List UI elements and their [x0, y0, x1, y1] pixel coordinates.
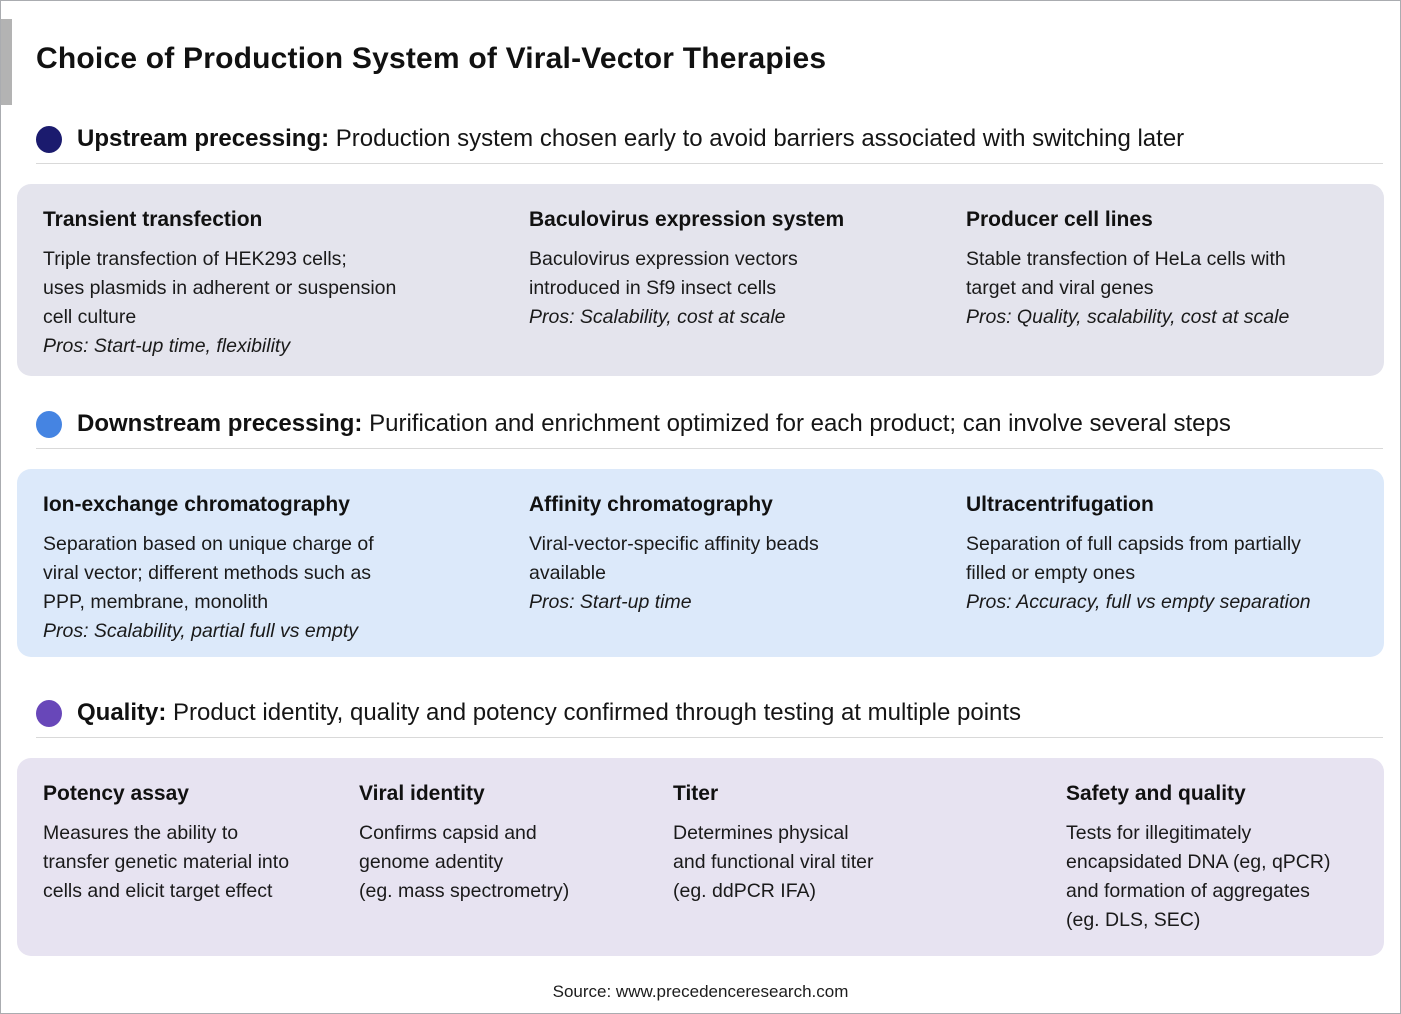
- item-pros: Pros: Quality, scalability, cost at scal…: [966, 306, 1290, 328]
- item-body: Separation based on unique charge of vir…: [43, 533, 374, 613]
- upstream-bullet-icon: [36, 125, 62, 153]
- item-heading: Transient transfection: [43, 208, 263, 231]
- item-pros: Pros: Start-up time, flexibility: [43, 335, 291, 357]
- card-item-ultracentrifugation: Ultracentrifugation Separation of full c…: [966, 491, 1384, 657]
- card-item-titer: Titer Determines physical and functional…: [673, 780, 1066, 956]
- item-heading: Ion-exchange chromatography: [43, 493, 350, 516]
- item-heading: Safety and quality: [1066, 782, 1246, 805]
- item-body: Determines physical and functional viral…: [673, 822, 874, 902]
- item-pros: Pros: Accuracy, full vs empty separation: [966, 591, 1311, 613]
- item-body: Triple transfection of HEK293 cells; use…: [43, 248, 397, 328]
- item-heading: Ultracentrifugation: [966, 493, 1154, 516]
- item-heading: Affinity chromatography: [529, 493, 773, 516]
- section-label-downstream: Downstream precessing:: [77, 410, 363, 437]
- section-text-quality: Quality: Product identity, quality and p…: [77, 697, 1021, 729]
- card-item-potency-assay: Potency assay Measures the ability to tr…: [43, 780, 359, 956]
- item-heading: Baculovirus expression system: [529, 208, 845, 231]
- downstream-card: Ion-exchange chromatography Separation b…: [17, 469, 1384, 657]
- item-pros: Pros: Scalability, partial full vs empty: [43, 620, 358, 642]
- section-header-quality: Quality: Product identity, quality and p…: [36, 697, 1383, 738]
- item-pros: Pros: Scalability, cost at scale: [529, 306, 786, 328]
- section-text-downstream: Downstream precessing: Purification and …: [77, 408, 1231, 440]
- item-heading: Producer cell lines: [966, 208, 1153, 231]
- card-item-transient-transfection: Transient transfection Triple transfecti…: [43, 206, 529, 376]
- page-title: Choice of Production System of Viral-Vec…: [36, 42, 827, 75]
- card-item-safety-and-quality: Safety and quality Tests for illegitimat…: [1066, 780, 1384, 956]
- section-description-upstream: Production system chosen early to avoid …: [329, 125, 1185, 152]
- item-heading: Viral identity: [359, 782, 485, 805]
- card-item-viral-identity: Viral identity Confirms capsid and genom…: [359, 780, 673, 956]
- item-body: Tests for illegitimately encapsidated DN…: [1066, 822, 1331, 931]
- downstream-bullet-icon: [36, 410, 62, 438]
- source-attribution: Source: www.precedenceresearch.com: [552, 982, 849, 1001]
- quality-card: Potency assay Measures the ability to tr…: [17, 758, 1384, 956]
- item-body: Measures the ability to transfer genetic…: [43, 822, 290, 902]
- section-description-quality: Product identity, quality and potency co…: [166, 699, 1022, 726]
- card-item-affinity: Affinity chromatography Viral-vector-spe…: [529, 491, 966, 657]
- item-body: Stable transfection of HeLa cells with t…: [966, 248, 1286, 299]
- item-pros: Pros: Start-up time: [529, 591, 692, 613]
- left-accent-bar: [1, 19, 12, 105]
- card-item-ion-exchange: Ion-exchange chromatography Separation b…: [43, 491, 529, 657]
- card-item-producer-cell-lines: Producer cell lines Stable transfection …: [966, 206, 1384, 376]
- item-heading: Titer: [673, 782, 719, 805]
- card-item-baculovirus: Baculovirus expression system Baculoviru…: [529, 206, 966, 376]
- item-body: Separation of full capsids from partiall…: [966, 533, 1301, 584]
- item-body: Baculovirus expression vectors introduce…: [529, 248, 798, 299]
- quality-bullet-icon: [36, 699, 62, 727]
- section-label-quality: Quality:: [77, 699, 167, 726]
- section-header-downstream: Downstream precessing: Purification and …: [36, 408, 1383, 449]
- section-description-downstream: Purification and enrichment optimized fo…: [362, 410, 1231, 437]
- section-text-upstream: Upstream precessing: Production system c…: [77, 123, 1184, 155]
- item-heading: Potency assay: [43, 782, 189, 805]
- item-body: Confirms capsid and genome adentity (eg.…: [359, 822, 570, 902]
- item-body: Viral-vector-specific affinity beads ava…: [529, 533, 819, 584]
- section-label-upstream: Upstream precessing:: [77, 125, 330, 152]
- section-header-upstream: Upstream precessing: Production system c…: [36, 123, 1383, 164]
- upstream-card: Transient transfection Triple transfecti…: [17, 184, 1384, 376]
